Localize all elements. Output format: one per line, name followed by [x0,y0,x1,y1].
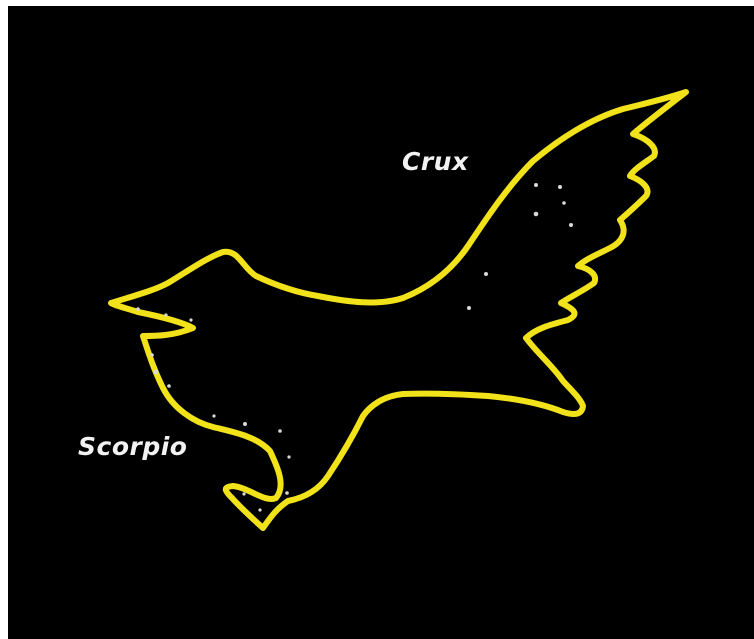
star [258,508,261,511]
star [287,455,290,458]
scorpio-label: Scorpio [78,432,187,461]
star [558,185,562,189]
star [154,370,159,375]
star [534,212,539,217]
star [285,491,289,495]
star [242,492,245,495]
star [484,272,488,276]
star [562,201,566,205]
star [167,384,171,388]
constellation-scene: Crux Scorpio [8,6,754,639]
crux-label: Crux [402,147,469,176]
star [467,306,471,310]
star [534,183,538,187]
crux-stars [467,183,573,310]
night-sky: Crux Scorpio [8,6,754,639]
figure-outline [111,92,686,528]
star [164,313,167,316]
star [189,318,192,321]
star [569,223,573,227]
star [243,422,247,426]
star [136,307,140,311]
star [278,429,282,433]
star [150,353,154,357]
star [212,414,215,417]
